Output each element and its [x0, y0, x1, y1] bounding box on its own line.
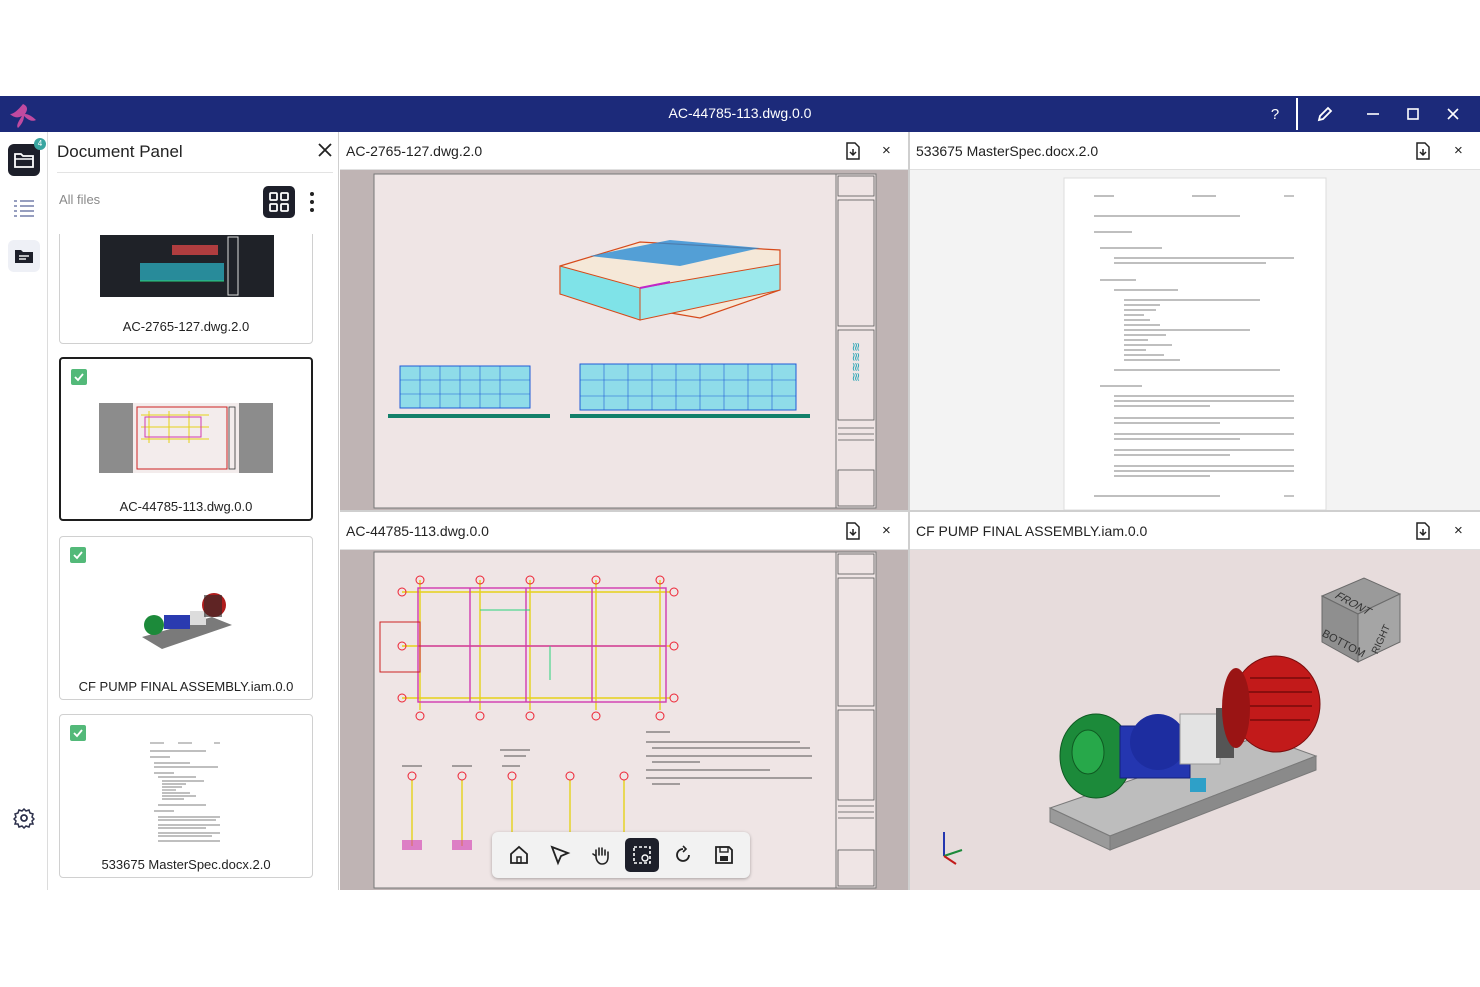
pump-thumbnail: [132, 581, 242, 661]
pencil-icon[interactable]: [1312, 102, 1338, 126]
drawing-canvas[interactable]: [340, 550, 908, 890]
document-card[interactable]: AC-2765-127.dwg.2.0: [59, 234, 313, 344]
viewer-title: AC-44785-113.dwg.0.0: [346, 523, 489, 539]
viewer-header: CF PUMP FINAL ASSEMBLY.iam.0.0 ×: [910, 512, 1480, 550]
viewer-title: AC-2765-127.dwg.2.0: [346, 143, 483, 159]
drawing-thumbnail: [100, 235, 274, 297]
close-icon[interactable]: [1440, 102, 1466, 126]
save-file-icon[interactable]: [1414, 142, 1432, 160]
save-file-icon[interactable]: [844, 522, 862, 540]
document-card[interactable]: 533675 MasterSpec.docx.2.0: [59, 714, 313, 878]
rotate-icon[interactable]: [666, 838, 700, 872]
left-rail: 4: [0, 132, 48, 890]
drawing-thumbnail: [99, 403, 273, 473]
pan-icon[interactable]: [584, 838, 618, 872]
viewer-pane[interactable]: AC-44785-113.dwg.0.0 ×: [340, 512, 908, 890]
document-canvas[interactable]: [910, 170, 1480, 510]
axis-triad-icon: [943, 832, 963, 865]
document-card[interactable]: AC-44785-113.dwg.0.0: [59, 357, 313, 521]
maximize-icon[interactable]: [1400, 102, 1426, 126]
title-bar: AC-44785-113.dwg.0.0 ?: [0, 96, 1480, 132]
svg-text:≋≋≋≋: ≋≋≋≋: [849, 342, 863, 382]
panel-close-icon[interactable]: [317, 142, 333, 163]
checkbox-checked-icon[interactable]: [71, 369, 87, 385]
minimize-icon[interactable]: [1360, 102, 1386, 126]
save-icon[interactable]: [707, 838, 741, 872]
checkbox-checked-icon[interactable]: [70, 725, 86, 741]
viewer-header: AC-44785-113.dwg.0.0 ×: [340, 512, 908, 550]
list-icon[interactable]: [8, 192, 40, 224]
card-label: CF PUMP FINAL ASSEMBLY.iam.0.0: [78, 679, 294, 694]
viewer-toolbar: [492, 832, 750, 878]
filter-label[interactable]: All files: [59, 192, 101, 207]
viewer-header: 533675 MasterSpec.docx.2.0 ×: [910, 132, 1480, 170]
help-icon[interactable]: ?: [1270, 105, 1280, 123]
save-file-icon[interactable]: [1414, 522, 1432, 540]
file-count-badge: 4: [34, 138, 46, 150]
logo-icon: [10, 104, 36, 128]
viewer-pane[interactable]: 533675 MasterSpec.docx.2.0 ×: [910, 132, 1480, 510]
viewer-title: CF PUMP FINAL ASSEMBLY.iam.0.0: [916, 523, 1148, 539]
select-icon[interactable]: [543, 838, 577, 872]
pane-divider-horizontal[interactable]: [340, 510, 1480, 512]
viewcube-icon[interactable]: [1310, 572, 1410, 668]
viewer-close-icon[interactable]: ×: [1454, 142, 1463, 159]
viewer-title: 533675 MasterSpec.docx.2.0: [916, 143, 1099, 159]
zoom-window-icon[interactable]: [624, 838, 659, 872]
home-icon[interactable]: [502, 838, 536, 872]
save-file-icon[interactable]: [844, 142, 862, 160]
title-separator: [1296, 98, 1298, 130]
viewer-pane[interactable]: CF PUMP FINAL ASSEMBLY.iam.0.0 × FRONT B…: [910, 512, 1480, 890]
more-icon[interactable]: [307, 190, 317, 214]
panel-divider: [57, 172, 333, 173]
viewer-close-icon[interactable]: ×: [882, 142, 891, 159]
viewer-header: AC-2765-127.dwg.2.0 ×: [340, 132, 908, 170]
checkbox-checked-icon[interactable]: [70, 547, 86, 563]
grid-view-icon[interactable]: [263, 186, 295, 218]
card-label: 533675 MasterSpec.docx.2.0: [101, 857, 271, 872]
viewer-close-icon[interactable]: ×: [882, 522, 891, 539]
viewer-close-icon[interactable]: ×: [1454, 522, 1463, 539]
window-title: AC-44785-113.dwg.0.0: [668, 105, 812, 121]
document-icon[interactable]: [8, 240, 40, 272]
folder-icon[interactable]: [8, 144, 40, 176]
document-list: AC-2765-127.dwg.2.0 AC-44785-113.dwg: [49, 234, 339, 884]
viewer-pane[interactable]: AC-2765-127.dwg.2.0 × ≋≋≋≋: [340, 132, 908, 510]
document-card[interactable]: CF PUMP FINAL ASSEMBLY.iam.0.0: [59, 536, 313, 700]
pump-model: [1048, 655, 1321, 851]
card-label: AC-2765-127.dwg.2.0: [122, 319, 250, 334]
card-label: AC-44785-113.dwg.0.0: [119, 499, 253, 514]
document-panel: Document Panel All files AC-2765: [49, 132, 339, 890]
panel-title: Document Panel: [57, 142, 183, 161]
drawing-canvas[interactable]: ≋≋≋≋: [340, 170, 908, 510]
document-thumbnail: [146, 739, 226, 849]
app-window: AC-44785-113.dwg.0.0 ? 4 Do: [0, 96, 1480, 892]
model-canvas[interactable]: FRONT BOTTOM RIGHT: [910, 550, 1480, 890]
settings-icon[interactable]: [8, 802, 40, 834]
